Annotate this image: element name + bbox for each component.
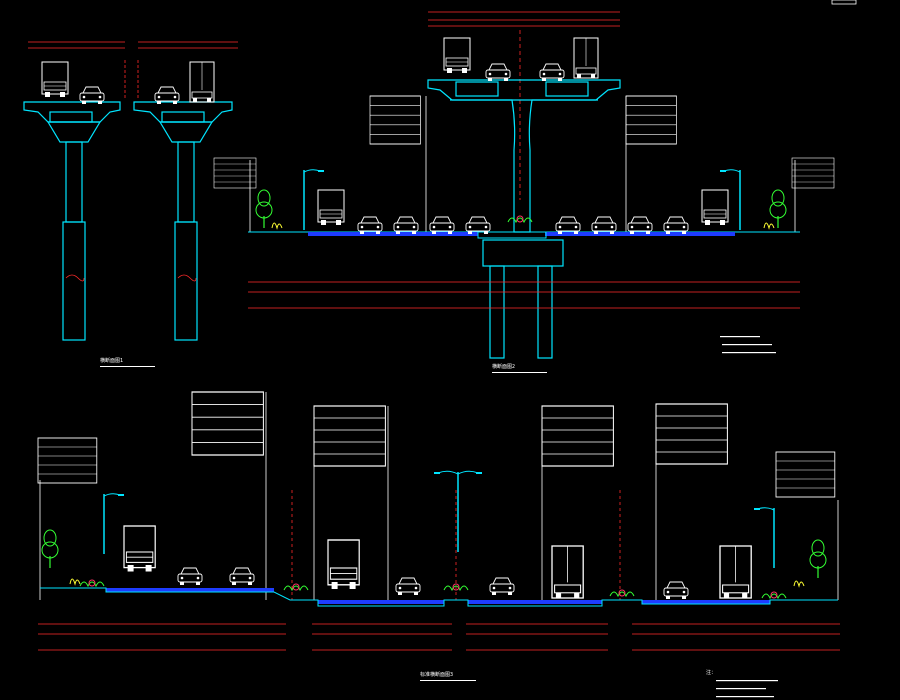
title-underline	[100, 366, 155, 367]
section-title-1: 横断面图1	[100, 357, 123, 364]
pavement	[40, 587, 838, 607]
section-bottom-dimensions	[38, 623, 840, 651]
ground-road-dimensions	[248, 281, 800, 309]
section-verticals	[39, 392, 839, 600]
notes-block	[720, 336, 776, 354]
ground-road	[248, 96, 800, 359]
title-underline	[420, 680, 476, 681]
notes-heading: 注：	[706, 669, 716, 676]
pile-break-mark	[177, 274, 197, 282]
title-underline	[492, 372, 547, 373]
viaduct-deck	[427, 79, 621, 233]
pier-top-dimensions	[28, 41, 238, 100]
standard-section	[37, 391, 840, 681]
frame-marker	[831, 0, 857, 5]
section-title-3: 标准横断面图3	[420, 671, 453, 678]
median-axes	[291, 490, 621, 600]
viaduct-top-dimensions	[428, 11, 620, 200]
twin-pier-section	[23, 41, 238, 367]
section-title-2: 横断面图2	[492, 363, 515, 370]
notes-lines	[716, 680, 778, 698]
viaduct-section	[213, 11, 835, 373]
pile-break-mark	[65, 274, 85, 282]
pier-columns	[46, 121, 214, 341]
